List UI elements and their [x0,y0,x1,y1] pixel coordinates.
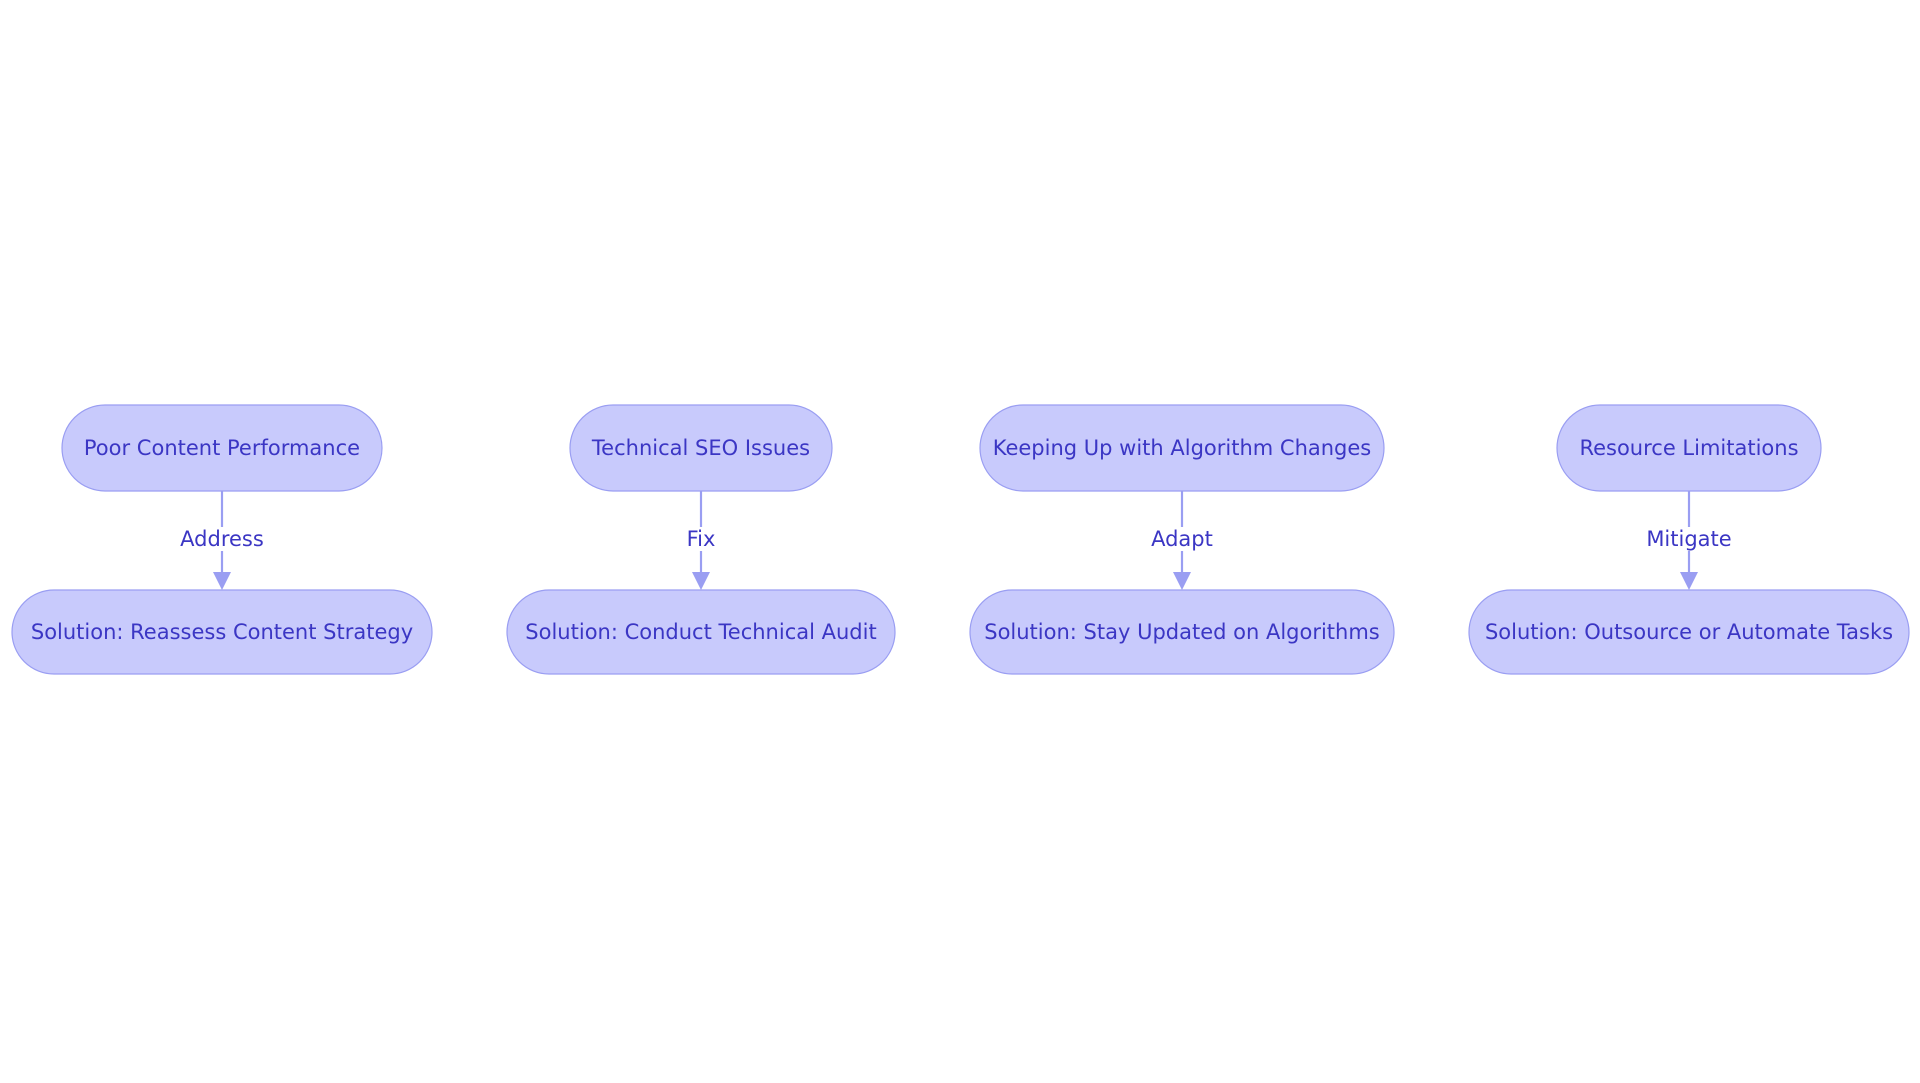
problem-node-keeping-up-with-algorithm-changes: Keeping Up with Algorithm Changes [979,404,1385,492]
solution-node-reassess-content-strategy: Solution: Reassess Content Strategy [11,589,433,675]
problem-node-technical-seo-issues: Technical SEO Issues [569,404,833,492]
solution-node-shape [11,589,433,675]
edge-label: Address [180,527,264,551]
arrowhead-icon [1680,572,1698,590]
edge-label: Adapt [1151,527,1213,551]
problem-node-label: Poor Content Performance [84,436,360,460]
flow-poor-content-performance: Address Poor Content Performance Solutio… [11,404,433,675]
solution-node-outsource-or-automate-tasks: Solution: Outsource or Automate Tasks [1468,589,1910,675]
problem-node-label: Keeping Up with Algorithm Changes [993,436,1372,460]
problem-node-shape [979,404,1385,492]
solution-node-label: Solution: Conduct Technical Audit [525,620,876,644]
problem-node-resource-limitations: Resource Limitations [1556,404,1822,492]
solution-node-conduct-technical-audit: Solution: Conduct Technical Audit [506,589,896,675]
solution-node-label: Solution: Stay Updated on Algorithms [984,620,1380,644]
solution-node-label: Solution: Outsource or Automate Tasks [1485,620,1893,644]
edge-mitigate: Mitigate [1646,491,1732,590]
problem-node-shape [1556,404,1822,492]
solution-node-stay-updated-on-algorithms: Solution: Stay Updated on Algorithms [969,589,1395,675]
flow-technical-seo-issues: Fix Technical SEO Issues Solution: Condu… [506,404,896,675]
edge-fix: Fix [687,491,716,590]
problem-node-poor-content-performance: Poor Content Performance [61,404,383,492]
problem-node-shape [61,404,383,492]
flow-algorithm-changes: Adapt Keeping Up with Algorithm Changes … [969,404,1395,675]
problem-node-shape [569,404,833,492]
arrowhead-icon [692,572,710,590]
problem-node-label: Technical SEO Issues [591,436,810,460]
edge-adapt: Adapt [1151,491,1213,590]
arrowhead-icon [213,572,231,590]
solution-node-shape [969,589,1395,675]
problem-node-label: Resource Limitations [1579,436,1798,460]
edge-address: Address [180,491,264,590]
solution-node-label: Solution: Reassess Content Strategy [31,620,413,644]
solution-node-shape [1468,589,1910,675]
solution-node-shape [506,589,896,675]
edge-label: Fix [687,527,716,551]
flow-resource-limitations: Mitigate Resource Limitations Solution: … [1468,404,1910,675]
arrowhead-icon [1173,572,1191,590]
edge-label: Mitigate [1646,527,1731,551]
